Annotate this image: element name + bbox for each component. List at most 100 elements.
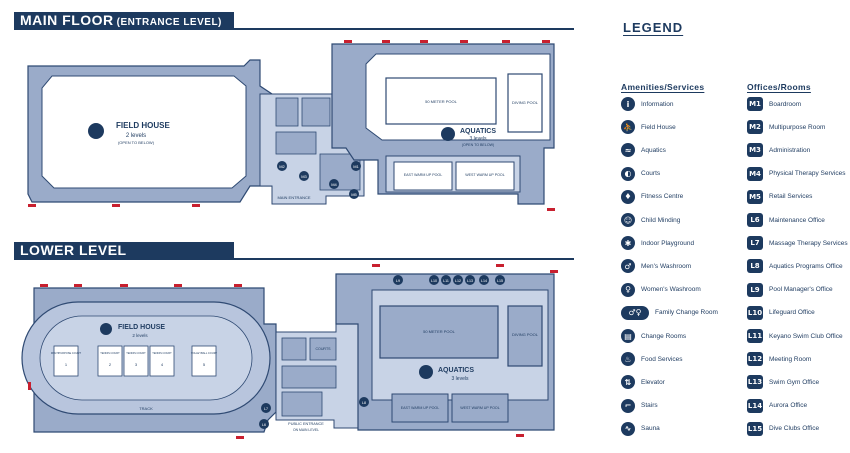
- sauna-icon: ∿: [621, 421, 635, 436]
- court-label: TENNIS COURT: [100, 351, 120, 355]
- aquatics-icon: [419, 365, 433, 379]
- main-room: [301, 97, 331, 127]
- lower-west-warm-up-pool: [451, 393, 509, 423]
- lower-east-warm-up-label: EAST WARM UP POOL: [401, 406, 439, 410]
- amenities-heading: Amenities/Services: [621, 82, 705, 92]
- room-marker: L15: [497, 279, 503, 283]
- legend-office-label: Maintenance Office: [769, 216, 825, 224]
- legend-office-label: Massage Therapy Services: [769, 239, 848, 247]
- legend-amenity-row: ♂Men's Washroom: [621, 258, 691, 274]
- main-aquatics-note: (OPEN TO BELOW): [462, 143, 494, 147]
- lower-level-title: LOWER LEVEL: [20, 242, 127, 258]
- room-marker: M3: [301, 174, 307, 179]
- aquatics-icon: [441, 127, 455, 141]
- lower-50m-pool: [379, 305, 499, 359]
- lower-track-label: TRACK: [139, 406, 153, 411]
- main-diving-pool-label: DIVING POOL: [512, 100, 539, 105]
- court-number: 2: [109, 362, 112, 367]
- public-entrance-note: ON MAIN LEVEL: [293, 428, 319, 432]
- room-marker: L6: [262, 423, 266, 427]
- room-code-badge: L12: [747, 352, 763, 367]
- food-services-icon: ♨: [621, 352, 635, 367]
- legend-office-label: Administration: [769, 146, 811, 154]
- legend-office-label: Keyano Swim Club Office: [769, 332, 843, 340]
- main-floor-map: FIELD HOUSE 2 levels (OPEN TO BELOW) AQU…: [27, 40, 555, 211]
- information-icon: i: [621, 97, 635, 111]
- main-room: [275, 131, 317, 155]
- legend-amenity-row: ⇅Elevator: [621, 374, 665, 390]
- room-marker: M4: [331, 182, 337, 187]
- legend-amenity-row: ⌐Stairs: [621, 398, 658, 414]
- room-marker: M2: [279, 164, 285, 169]
- room-code-badge: M1: [747, 97, 763, 111]
- room-marker: L11: [443, 279, 449, 283]
- legend-amenity-label: Women's Washroom: [641, 286, 701, 294]
- legend-office-row: M1 Boardroom: [747, 96, 801, 112]
- legend-office-label: Aquatics Programs Office: [769, 262, 843, 270]
- main-field-house-levels: 2 levels: [126, 133, 146, 139]
- legend-office-row: L8 Aquatics Programs Office: [747, 258, 843, 274]
- main-aquatics-levels: 3 levels: [470, 136, 487, 142]
- courts-icon: ◐: [621, 166, 635, 181]
- legend-amenity-row: ♨Food Services: [621, 351, 683, 367]
- main-diving-pool: [507, 73, 543, 133]
- room-code-badge: M4: [747, 166, 763, 181]
- main-floor-banner: MAIN FLOOR(ENTRANCE LEVEL): [14, 12, 234, 28]
- lower-east-warm-up-pool: [391, 393, 449, 423]
- legend-office-row: M2 Multipurpose Room: [747, 119, 825, 135]
- legend-amenity-row: ☺Child Minding: [621, 212, 680, 228]
- legend-amenity-label: Child Minding: [641, 216, 681, 224]
- room-code-badge: L8: [747, 259, 763, 274]
- legend-office-label: Swim Gym Office: [769, 378, 820, 386]
- field-house-icon: [88, 123, 104, 139]
- field-house-icon: [100, 323, 112, 335]
- room-code-badge: L6: [747, 213, 763, 227]
- legend-office-label: Physical Therapy Services: [769, 170, 846, 178]
- legend-title: LEGEND: [623, 20, 684, 35]
- room-code-badge: L9: [747, 282, 763, 297]
- room-code-badge: M2: [747, 120, 763, 135]
- legend-amenity-label: Family Change Room: [655, 309, 718, 317]
- lower-field-house-name: FIELD HOUSE: [118, 324, 165, 331]
- court-number: 5: [203, 362, 206, 367]
- lower-diving-pool-label: DIVING POOL: [512, 332, 539, 337]
- room-marker: L8: [362, 401, 366, 405]
- lower-room: [281, 365, 337, 389]
- room-code-badge: M5: [747, 189, 763, 204]
- main-entrance-label: MAIN ENTRANCE: [277, 195, 310, 200]
- womens-washroom-icon: ♀: [621, 282, 635, 297]
- indoor-playground-icon: ✱: [621, 236, 635, 251]
- lower-room-markers: L9 L10 L11 L12 L13 L14 L15 L6 L7 L8: [259, 275, 505, 429]
- legend-amenity-label: Field House: [641, 123, 676, 131]
- room-code-badge: L10: [747, 305, 763, 320]
- room-marker: M1: [353, 164, 359, 169]
- main-floor-rule: [14, 28, 574, 30]
- room-marker: L9: [396, 279, 400, 283]
- legend-amenity-label: Men's Washroom: [641, 262, 692, 270]
- main-room: [275, 97, 299, 127]
- legend-office-row: L6 Maintenance Office: [747, 212, 825, 228]
- lower-courts-label: COURTS: [315, 347, 331, 351]
- main-field-house-court: [41, 75, 247, 189]
- lower-room: [281, 337, 307, 361]
- legend-office-label: Multipurpose Room: [769, 123, 826, 131]
- court-label: TENNIS COURT: [126, 351, 146, 355]
- lower-field-house-levels: 2 levels: [132, 333, 148, 338]
- room-marker: L14: [481, 279, 487, 283]
- main-east-warm-up-label: EAST WARM UP POOL: [404, 173, 442, 177]
- room-marker: L10: [431, 279, 437, 283]
- aquatics-icon: ≈: [621, 143, 635, 158]
- legend-office-label: Dive Clubs Office: [769, 425, 820, 433]
- legend-office-label: Boardroom: [769, 100, 802, 108]
- legend-amenity-row: ♦Fitness Centre: [621, 189, 683, 205]
- legend-amenity-row: ⛹Field House: [621, 119, 676, 135]
- lower-level-plan: MULTIPURPOSE COURT TENNIS COURT TENNIS C…: [14, 262, 582, 452]
- legend-amenity-row: ◐Courts: [621, 166, 660, 182]
- room-code-badge: L14: [747, 398, 763, 413]
- court-number: 1: [65, 362, 68, 367]
- lower-level-rule: [14, 258, 574, 260]
